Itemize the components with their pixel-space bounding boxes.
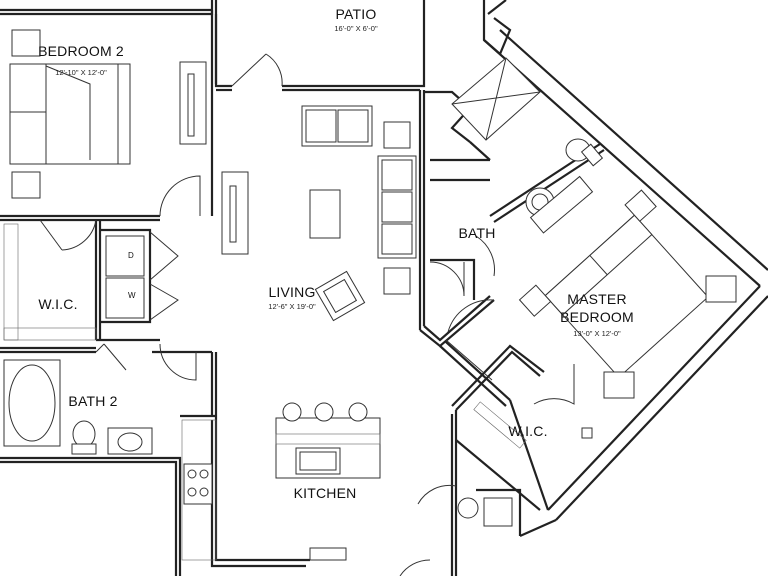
doors (39, 53, 575, 576)
room-label-bedroom2: BEDROOM 2 (38, 43, 124, 59)
room-label-bath: BATH (458, 225, 496, 241)
room-label-master-line2: BEDROOM (560, 309, 634, 325)
room-label-kitchen: KITCHEN (293, 485, 357, 501)
room-label-wic-left: W.I.C. (38, 296, 78, 312)
room-label-master-line1: MASTER (567, 291, 627, 307)
room-label-bath2: BATH 2 (68, 393, 118, 409)
washer-label: W (128, 291, 136, 300)
fixtures: D W (3, 29, 737, 561)
room-dims-master: 13'-0" X 12'-0" (573, 329, 621, 338)
dryer-label: D (128, 251, 134, 260)
room-label-living: LIVING (268, 284, 316, 300)
room-dims-patio: 16'-0" X 6'-0" (334, 24, 378, 33)
room-label-wic-right: W.I.C. (508, 423, 548, 439)
room-label-patio: PATIO (335, 6, 377, 22)
room-dims-living: 12'-6" X 19'-0" (268, 302, 316, 311)
room-dims-bedroom2: 12'-10" X 12'-0" (55, 68, 107, 77)
